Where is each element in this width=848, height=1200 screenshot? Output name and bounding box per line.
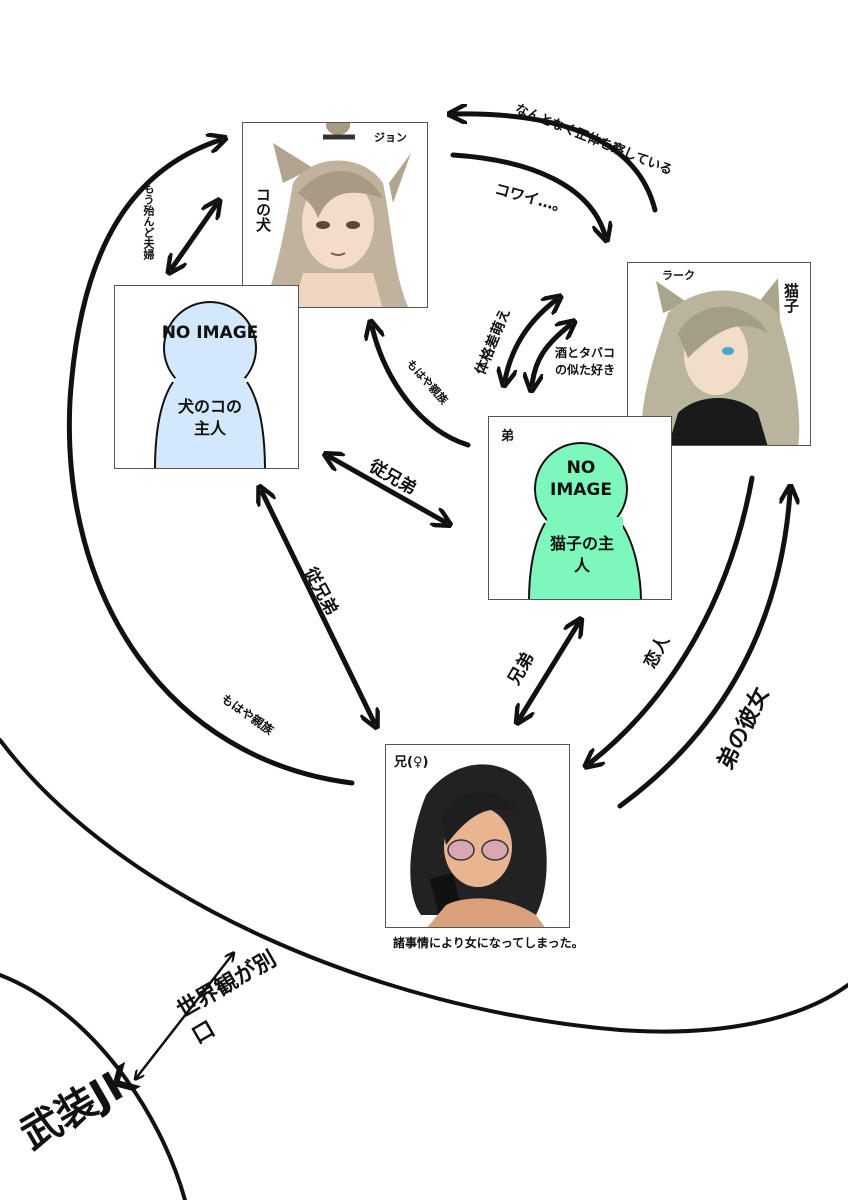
- dog-owner-silhouette: [154, 301, 266, 468]
- character-card-john: ジョン コの犬: [242, 122, 428, 308]
- character-card-dog-owner: NO IMAGE 犬のコの主人: [114, 285, 299, 469]
- dog-owner-role: 犬のコの主人: [177, 397, 242, 438]
- john-role: コの犬: [254, 187, 272, 232]
- knows-identity-arrow: [455, 114, 658, 213]
- cousins-top-arrow: [330, 457, 445, 522]
- john-name: ジョン: [374, 131, 407, 144]
- cat-owner-tag: 弟: [501, 429, 515, 444]
- husband-wife-arrow: [172, 205, 216, 268]
- distant-relative-long-arrow: [66, 140, 355, 786]
- character-card-cat-owner: 弟 NO IMAGE 猫子の主人: [488, 416, 672, 600]
- lark-role: 猫子: [782, 283, 800, 313]
- lark-portrait: [641, 278, 800, 445]
- distant-relative-short-arrow: [372, 327, 471, 448]
- cat-owner-no-image: NO IMAGE: [550, 458, 612, 500]
- scary-arrow: [450, 152, 605, 235]
- world-boundary-line: [0, 738, 848, 1034]
- label-husband-wife: もう殆んど夫婦: [142, 183, 155, 260]
- lovers-arrow: [590, 475, 755, 763]
- dog-owner-no-image: NO IMAGE: [161, 323, 259, 343]
- sister-tag: 兄(♀): [394, 755, 429, 770]
- character-card-lark: ラーク 猫子: [627, 262, 811, 446]
- smoke-drink-arrow: [532, 325, 570, 385]
- john-portrait: [263, 123, 411, 307]
- label-smoke-drink: 酒とタバコの似た好き: [555, 346, 616, 377]
- character-card-sister: 兄(♀): [385, 744, 570, 928]
- younger-brothers-gf-arrow: [617, 492, 790, 809]
- sister-portrait: [410, 764, 547, 927]
- cat-owner-role: 猫子の主人: [549, 534, 614, 575]
- lark-name: ラーク: [662, 269, 695, 282]
- outside-world-line: [0, 973, 187, 1200]
- worldview-arrow: [137, 955, 232, 1077]
- sister-caption: 諸事情により女になってしまった。: [393, 936, 584, 950]
- brothers-arrow: [520, 624, 578, 718]
- cat-owner-silhouette: [528, 442, 642, 599]
- cousins-left-arrow: [262, 492, 374, 722]
